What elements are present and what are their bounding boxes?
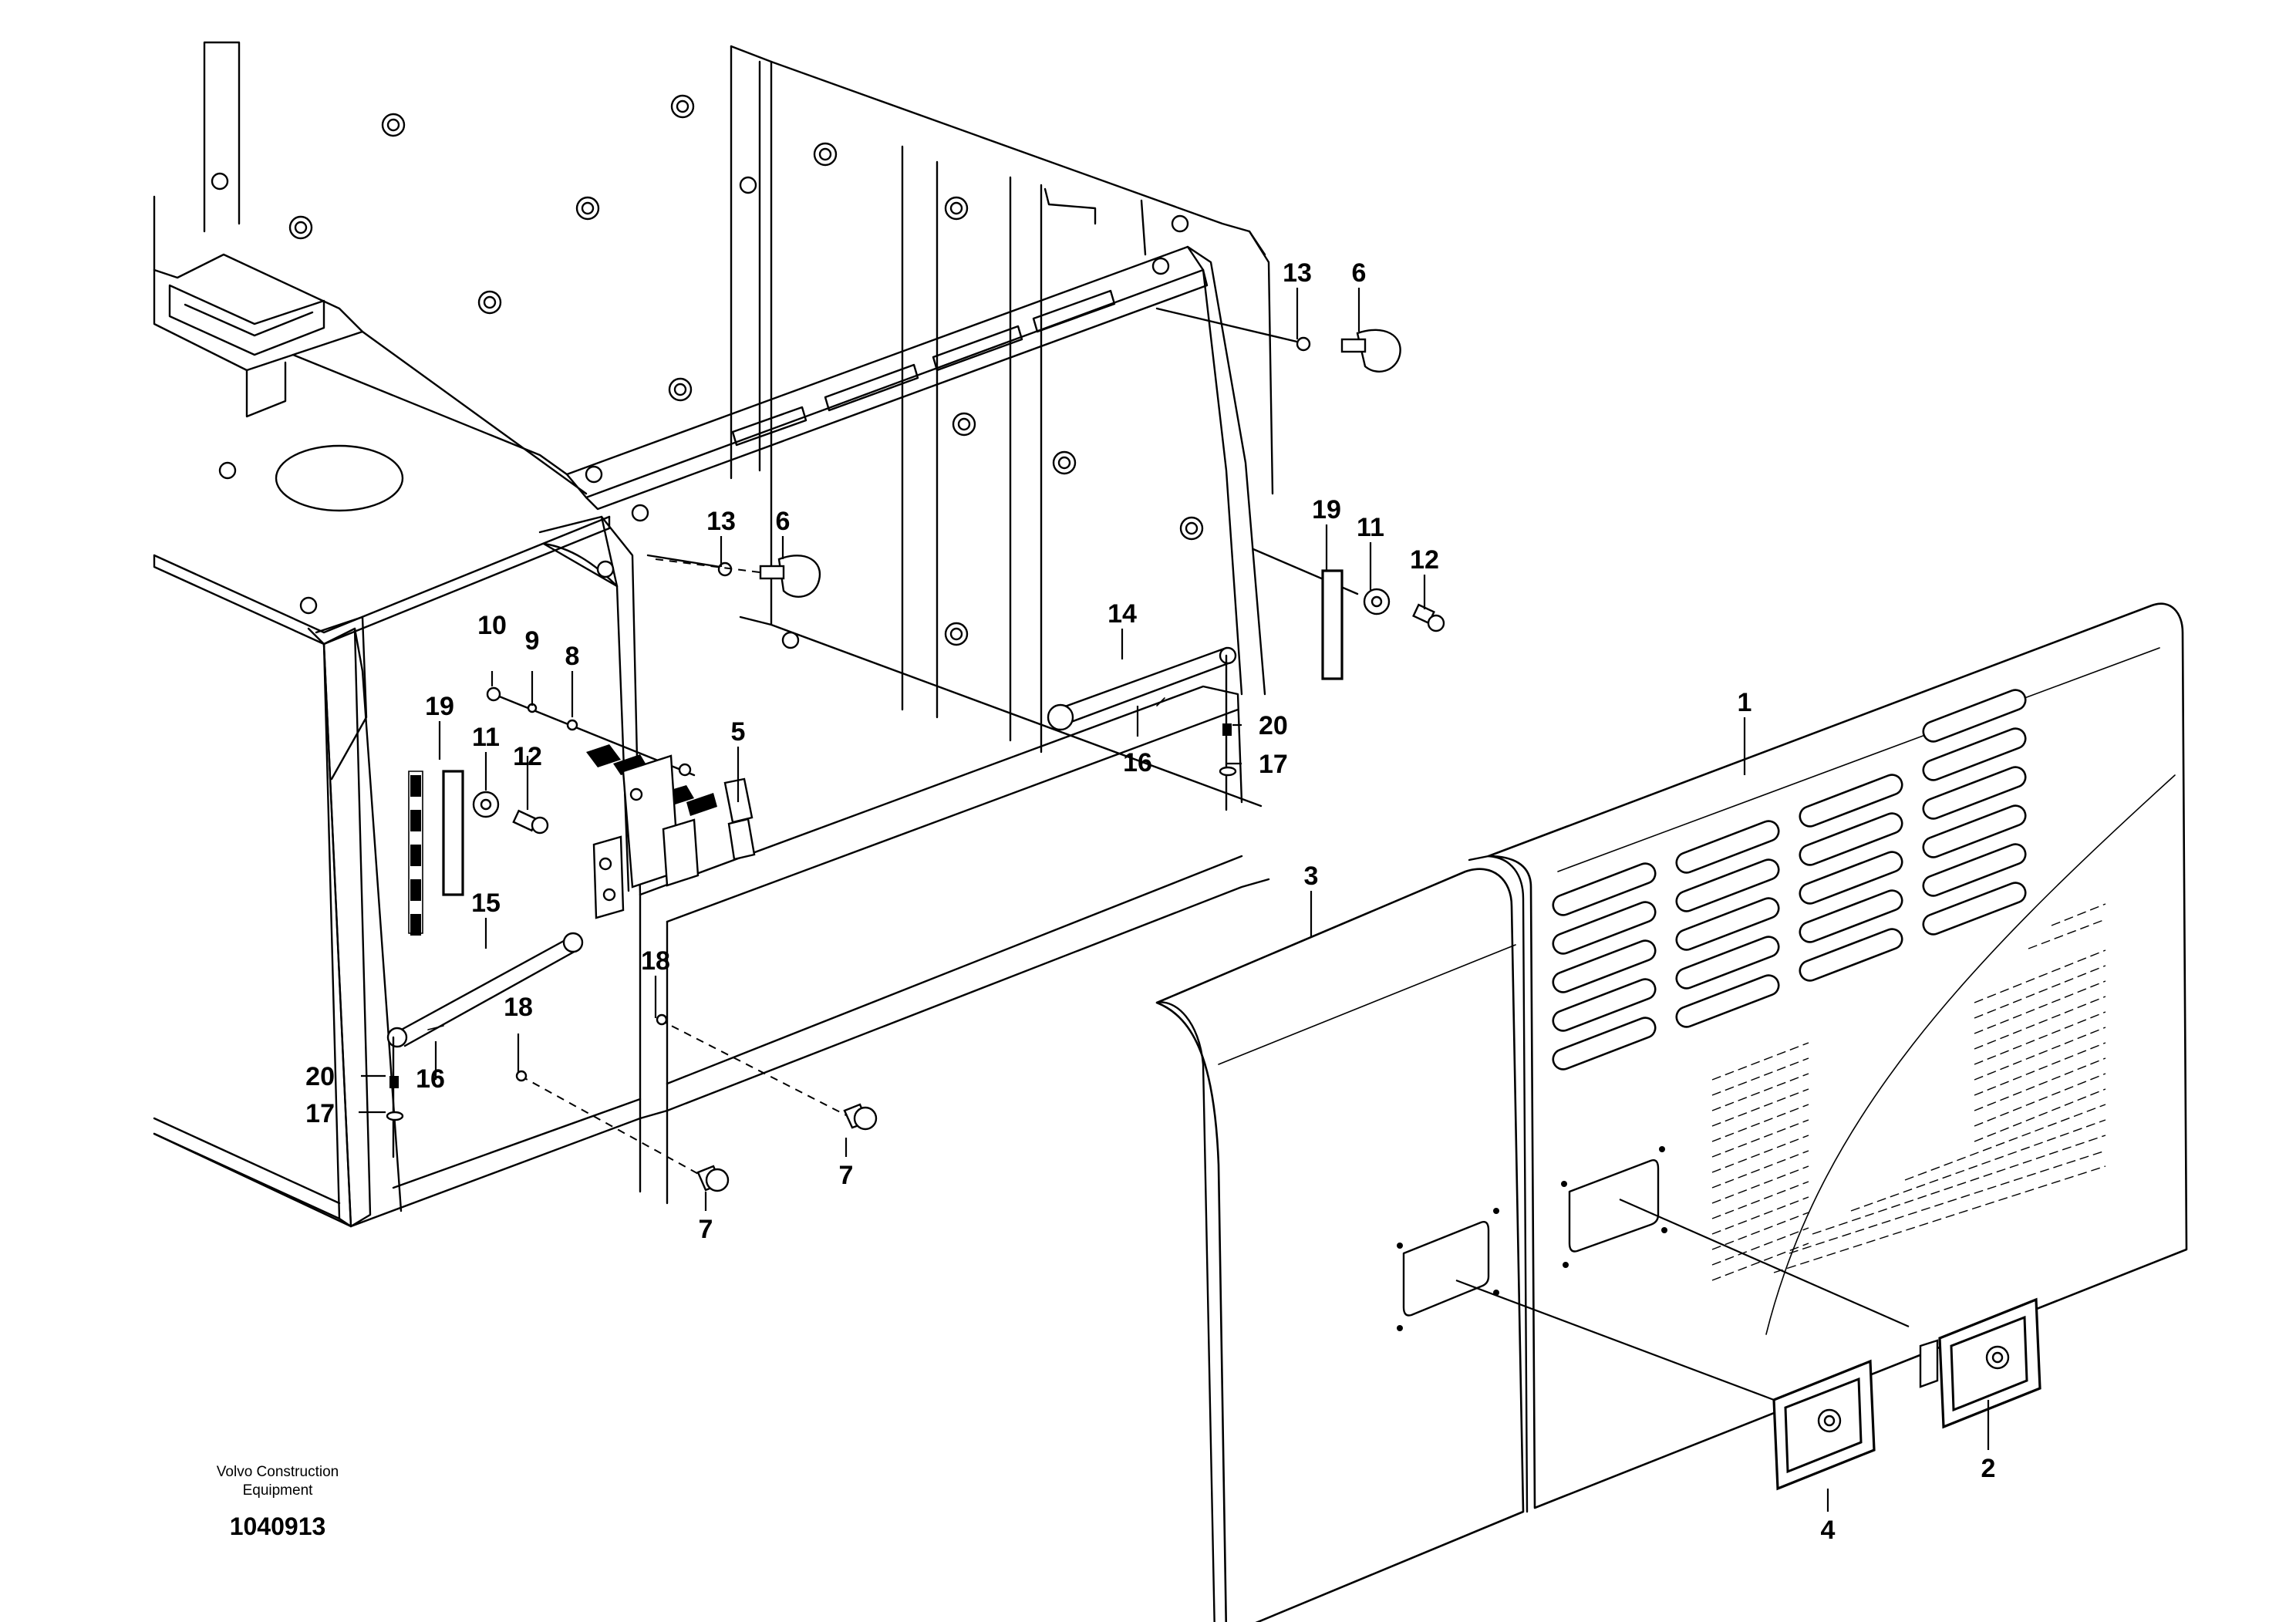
latch-handles <box>1455 1198 2041 1491</box>
machine-frame <box>153 41 1274 1228</box>
callout-20-right: 20 <box>1259 711 1288 740</box>
callout-13-upper: 13 <box>1283 258 1312 288</box>
callout-leaders <box>359 288 1990 1512</box>
grommet-set <box>288 94 1204 646</box>
callout-11-right: 11 <box>1357 513 1384 542</box>
callout-13-lower: 13 <box>706 507 736 536</box>
callout-19-right: 19 <box>1312 495 1341 524</box>
callout-16-left: 16 <box>416 1064 445 1094</box>
callout-12-left: 12 <box>513 742 542 771</box>
callout-labels: 1 3 2 4 5 6 6 13 13 7 7 8 9 10 11 11 12 … <box>305 258 1995 1545</box>
callout-10: 10 <box>477 611 507 640</box>
callout-15: 15 <box>471 889 501 918</box>
document-number: 1040913 <box>230 1512 326 1540</box>
hardware-parts <box>386 307 1445 1192</box>
perforated-area <box>1711 903 2106 1281</box>
callout-8: 8 <box>565 642 580 671</box>
callout-7-left: 7 <box>699 1215 713 1244</box>
callout-6-lower: 6 <box>776 507 791 536</box>
publisher-name-line2: Equipment <box>243 1482 314 1499</box>
latch-handle-4 <box>1772 1359 1876 1491</box>
panel-1-louvred-door <box>1468 602 2188 1513</box>
callout-5: 5 <box>731 717 746 747</box>
panel-3-door <box>1155 868 1525 1622</box>
callout-17-right: 17 <box>1259 750 1288 779</box>
frame-bolts <box>211 172 1189 649</box>
callout-2: 2 <box>1981 1454 1996 1483</box>
callout-14: 14 <box>1108 599 1137 629</box>
callout-17-left: 17 <box>305 1099 335 1128</box>
callout-18-right: 18 <box>641 946 670 976</box>
louvre-slots <box>1552 689 2027 1071</box>
callout-16-right: 16 <box>1123 748 1152 777</box>
callout-11-left: 11 <box>472 723 500 752</box>
callout-9: 9 <box>525 626 540 656</box>
callout-12-right: 12 <box>1410 545 1439 575</box>
callout-20-left: 20 <box>305 1062 335 1091</box>
callout-3: 3 <box>1304 862 1319 891</box>
callout-4: 4 <box>1821 1516 1836 1545</box>
callout-1: 1 <box>1738 688 1752 717</box>
publisher-block: Volvo Construction Equipment 1040913 <box>217 1464 339 1540</box>
callout-6-upper: 6 <box>1352 258 1367 288</box>
publisher-name-line1: Volvo Construction <box>217 1464 339 1480</box>
latch-handle-2 <box>1919 1297 2041 1429</box>
callout-7-right: 7 <box>839 1161 854 1190</box>
callout-19-left: 19 <box>425 692 454 721</box>
callout-18-left: 18 <box>504 993 533 1022</box>
